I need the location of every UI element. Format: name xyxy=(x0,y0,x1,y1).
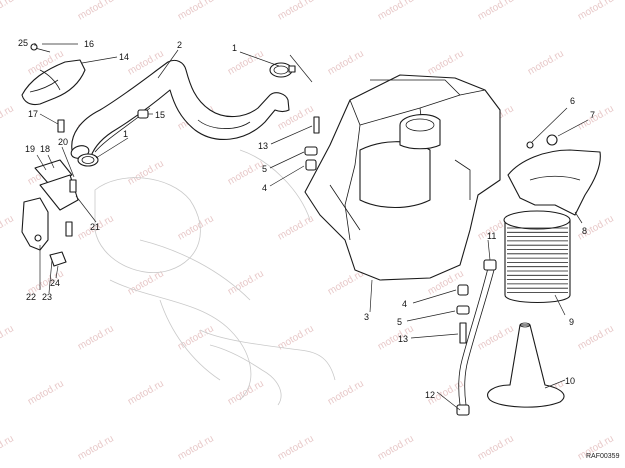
watermark-text: motod.ru xyxy=(476,323,516,352)
callout-19: 19 xyxy=(25,144,35,154)
callout-21: 21 xyxy=(90,222,100,232)
drain-hose xyxy=(456,259,497,416)
watermark-text: motod.ru xyxy=(326,48,366,77)
watermark-text: motod.ru xyxy=(326,378,366,407)
watermark-text: motod.ru xyxy=(76,433,116,462)
callout-14: 14 xyxy=(119,52,129,62)
watermark-text: motod.ru xyxy=(176,433,216,462)
watermark-text: motod.ru xyxy=(226,158,266,187)
callout-13-upper: 13 xyxy=(258,141,268,151)
hose-clamp-upper xyxy=(269,62,296,78)
callout-10: 10 xyxy=(565,376,575,386)
small-bolt xyxy=(57,119,65,133)
watermark-text: motod.ru xyxy=(0,323,16,352)
callout-17: 17 xyxy=(28,109,38,119)
callout-9: 9 xyxy=(569,317,574,327)
watermark-text: motod.ru xyxy=(376,433,416,462)
filter-cover-assembly xyxy=(507,134,601,216)
callout-5-lower: 5 xyxy=(397,317,402,327)
watermark-text: motod.ru xyxy=(376,0,416,23)
callout-18: 18 xyxy=(40,144,50,154)
hose-clamp-lower xyxy=(77,153,99,167)
upper-bracket xyxy=(21,43,86,106)
watermark-text: motod.ru xyxy=(476,433,516,462)
callout-4-lower: 4 xyxy=(402,299,407,309)
watermark-text: motod.ru xyxy=(26,378,66,407)
callout-6: 6 xyxy=(570,96,575,106)
watermark-text: motod.ru xyxy=(276,433,316,462)
watermark-text: motod.ru xyxy=(76,0,116,23)
watermark-text: motod.ru xyxy=(176,213,216,242)
callout-1-upper: 1 xyxy=(232,43,237,53)
callout-11: 11 xyxy=(487,231,496,241)
watermark-text: motod.ru xyxy=(426,48,466,77)
watermark-text: motod.ru xyxy=(176,0,216,23)
watermark-text: motod.ru xyxy=(576,103,616,132)
hose-retainer-clip xyxy=(137,109,149,119)
watermark-text: motod.ru xyxy=(226,268,266,297)
callout-3: 3 xyxy=(364,312,369,322)
callout-labels: 1 1 2 3 4 4 5 5 6 7 8 9 10 11 12 13 13 1… xyxy=(18,38,595,400)
callout-20: 20 xyxy=(58,137,68,147)
watermark-text: motod.ru xyxy=(0,433,16,462)
watermark-text: motod.ru xyxy=(276,213,316,242)
watermark-text: motod.ru xyxy=(126,158,166,187)
watermark-text: motod.ru xyxy=(276,0,316,23)
intake-funnel xyxy=(487,322,565,408)
watermark-text: motod.ru xyxy=(326,268,366,297)
watermark-text: motod.ru xyxy=(576,323,616,352)
callout-8: 8 xyxy=(582,226,587,236)
callout-7: 7 xyxy=(590,110,595,120)
callout-13-lower: 13 xyxy=(398,334,408,344)
callout-23: 23 xyxy=(42,292,52,302)
filter-pleats xyxy=(507,227,568,293)
callout-15: 15 xyxy=(155,110,165,120)
callout-2: 2 xyxy=(177,40,182,50)
callout-16: 16 xyxy=(84,39,94,49)
watermark-text: motod.ru xyxy=(276,323,316,352)
air-filter-element xyxy=(503,210,571,304)
watermark-text: motod.ru xyxy=(176,323,216,352)
intake-hose xyxy=(70,59,290,161)
background-engine-outline xyxy=(94,149,336,406)
lower-mount-hardware xyxy=(456,284,470,344)
watermark-text: motod.ru xyxy=(76,323,116,352)
airbox-housing xyxy=(304,74,501,281)
lower-bracket-assembly xyxy=(21,159,79,267)
watermark-text: motod.ru xyxy=(476,0,516,23)
callout-22: 22 xyxy=(26,292,36,302)
callout-24: 24 xyxy=(50,278,60,288)
callout-25: 25 xyxy=(18,38,28,48)
drawing-code: RAF00359 xyxy=(586,453,620,460)
upper-mount-hardware xyxy=(304,116,320,171)
watermark-text: motod.ru xyxy=(0,103,16,132)
callout-5-upper: 5 xyxy=(262,164,267,174)
leader-lines xyxy=(34,43,589,411)
callout-4-upper: 4 xyxy=(262,183,267,193)
callout-12: 12 xyxy=(425,390,435,400)
watermark-text: motod.ru xyxy=(376,323,416,352)
watermark-text: motod.ru xyxy=(0,213,16,242)
watermark-text: motod.ru xyxy=(576,0,616,23)
watermark-text: motod.ru xyxy=(0,0,16,23)
watermark-text: motod.ru xyxy=(126,378,166,407)
callout-1-lower: 1 xyxy=(123,129,128,139)
watermark-text: motod.ru xyxy=(526,48,566,77)
